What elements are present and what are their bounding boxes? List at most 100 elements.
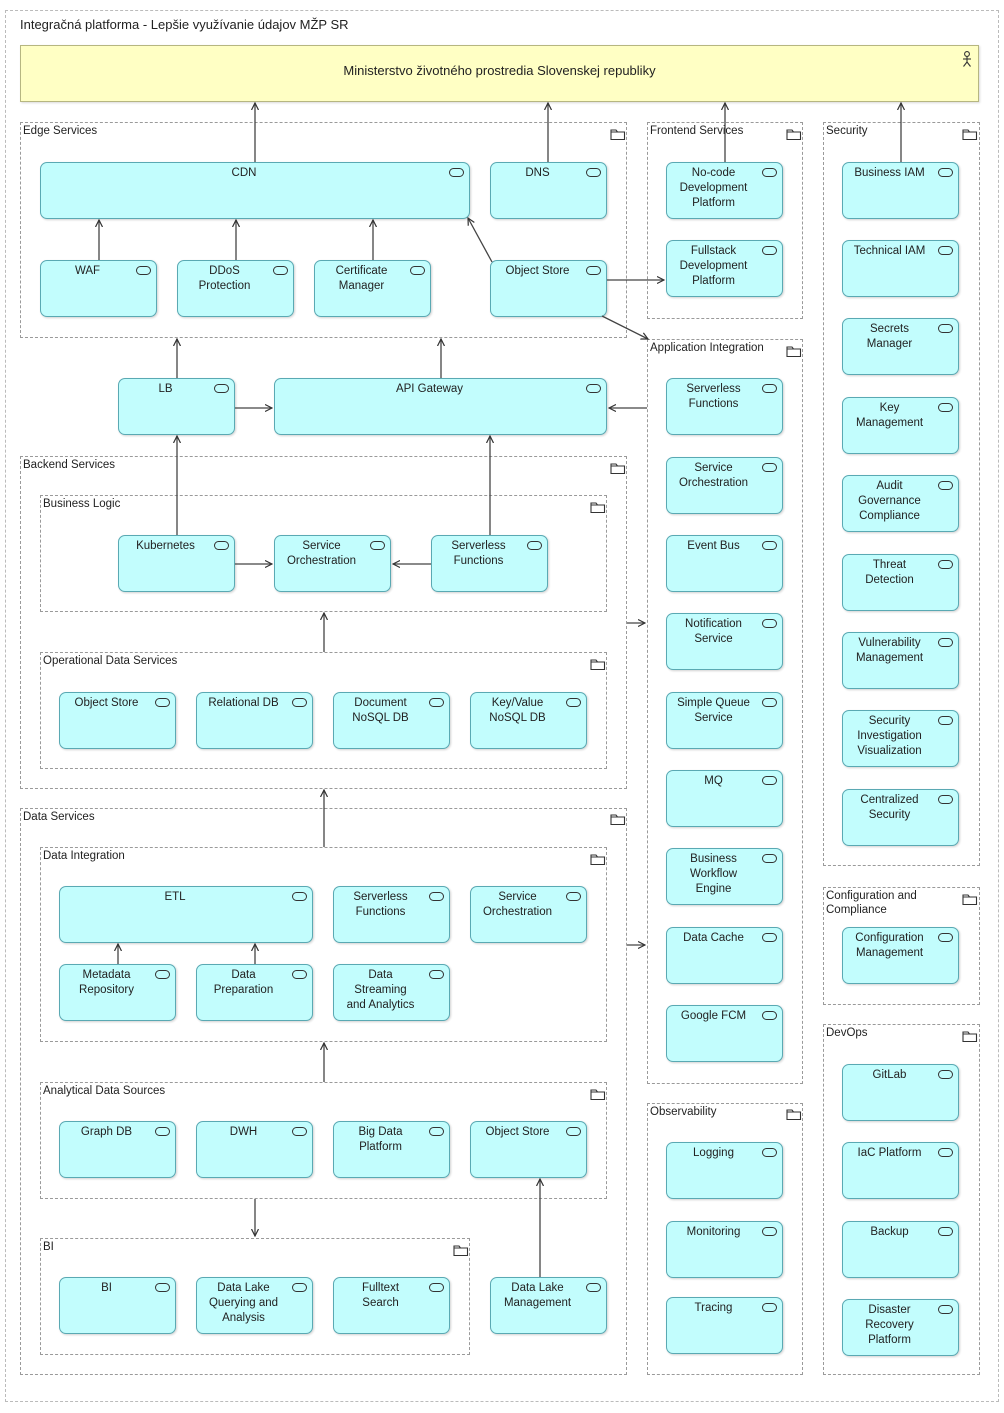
service-icon xyxy=(762,698,777,707)
actor-ministry[interactable]: Ministerstvo životného prostredia Sloven… xyxy=(20,45,979,102)
group-devops[interactable]: DevOps xyxy=(823,1024,980,1375)
node-fulltext-search[interactable]: Fulltext Search xyxy=(333,1277,450,1334)
group-application-integration[interactable]: Application Integration xyxy=(647,339,803,1084)
node-business-iam[interactable]: Business IAM xyxy=(842,162,959,219)
group-backend-services[interactable]: Backend Services xyxy=(20,456,627,789)
node-label: Security Investigation Visualization xyxy=(857,715,922,757)
node-ai-service-orchestration[interactable]: Service Orchestration xyxy=(666,457,783,514)
node-object-store-edge[interactable]: Object Store xyxy=(490,260,607,317)
group-configuration-compliance[interactable]: Configuration and Compliance xyxy=(823,887,980,1005)
node-threat-detection[interactable]: Threat Detection xyxy=(842,554,959,611)
node-data-lake-querying[interactable]: Data Lake Querying and Analysis xyxy=(196,1277,313,1334)
node-label: Relational DB xyxy=(208,697,279,709)
node-ai-data-cache[interactable]: Data Cache xyxy=(666,927,783,984)
node-data-streaming[interactable]: Data Streaming and Analytics xyxy=(333,964,450,1021)
node-kubernetes[interactable]: Kubernetes xyxy=(118,535,235,592)
node-cdn[interactable]: CDN xyxy=(40,162,470,219)
node-ai-business-workflow-engine[interactable]: Business Workflow Engine xyxy=(666,848,783,905)
node-object-store-analytical[interactable]: Object Store xyxy=(470,1121,587,1178)
node-label: Technical IAM xyxy=(853,245,926,257)
group-edge-services[interactable]: Edge Services xyxy=(20,122,627,338)
service-icon xyxy=(938,481,953,490)
node-monitoring[interactable]: Monitoring xyxy=(666,1221,783,1278)
node-label: Vulnerability Management xyxy=(855,637,924,664)
node-key-management[interactable]: Key Management xyxy=(842,397,959,454)
node-graph-db[interactable]: Graph DB xyxy=(59,1121,176,1178)
node-waf[interactable]: WAF xyxy=(40,260,157,317)
node-label: Tracing xyxy=(694,1302,733,1314)
node-etl[interactable]: ETL xyxy=(59,886,313,943)
node-fullstack-platform[interactable]: Fullstack Development Platform xyxy=(666,240,783,297)
node-iac-platform[interactable]: IaC Platform xyxy=(842,1142,959,1199)
service-icon xyxy=(762,384,777,393)
node-label: MQ xyxy=(704,775,723,787)
node-ddos-protection[interactable]: DDoS Protection xyxy=(177,260,294,317)
node-relational-db[interactable]: Relational DB xyxy=(196,692,313,749)
node-label: ETL xyxy=(164,891,186,903)
group-observability[interactable]: Observability xyxy=(647,1103,803,1375)
node-service-orchestration-di[interactable]: Service Orchestration xyxy=(470,886,587,943)
group-business-logic[interactable]: Business Logic xyxy=(40,495,607,612)
node-audit-governance[interactable]: Audit Governance Compliance xyxy=(842,475,959,532)
group-data-integration[interactable]: Data Integration xyxy=(40,847,607,1042)
node-ai-google-fcm[interactable]: Google FCM xyxy=(666,1005,783,1062)
node-object-store-op[interactable]: Object Store xyxy=(59,692,176,749)
node-lb[interactable]: LB xyxy=(118,378,235,435)
node-disaster-recovery[interactable]: Disaster Recovery Platform xyxy=(842,1299,959,1356)
group-analytical-data-sources[interactable]: Analytical Data Sources xyxy=(40,1082,607,1199)
node-big-data-platform[interactable]: Big Data Platform xyxy=(333,1121,450,1178)
node-ai-serverless-functions[interactable]: Serverless Functions xyxy=(666,378,783,435)
node-vulnerability-management[interactable]: Vulnerability Management xyxy=(842,632,959,689)
node-ai-mq[interactable]: MQ xyxy=(666,770,783,827)
node-label: CDN xyxy=(231,167,257,179)
node-label: Service Orchestration xyxy=(678,462,749,489)
service-icon xyxy=(292,1283,307,1292)
node-nocode-platform[interactable]: No-code Development Platform xyxy=(666,162,783,219)
service-icon xyxy=(762,463,777,472)
service-icon xyxy=(938,246,953,255)
node-label: Data Lake Management xyxy=(503,1282,572,1309)
node-security-investigation[interactable]: Security Investigation Visualization xyxy=(842,710,959,767)
node-configuration-management[interactable]: Configuration Management xyxy=(842,927,959,984)
service-icon xyxy=(938,638,953,647)
service-icon xyxy=(292,698,307,707)
node-ai-event-bus[interactable]: Event Bus xyxy=(666,535,783,592)
service-icon xyxy=(586,266,601,275)
node-label: Secrets Manager xyxy=(866,323,913,350)
service-icon xyxy=(762,933,777,942)
node-serverless-functions-bl[interactable]: Serverless Functions xyxy=(431,535,548,592)
group-operational-data-services[interactable]: Operational Data Services xyxy=(40,652,607,769)
node-centralized-security[interactable]: Centralized Security xyxy=(842,789,959,846)
node-ai-simple-queue-service[interactable]: Simple Queue Service xyxy=(666,692,783,749)
node-backup[interactable]: Backup xyxy=(842,1221,959,1278)
service-icon xyxy=(762,1227,777,1236)
node-label: Audit Governance Compliance xyxy=(858,480,921,522)
service-icon xyxy=(429,1127,444,1136)
node-keyvalue-nosql-db[interactable]: Key/Value NoSQL DB xyxy=(470,692,587,749)
node-secrets-manager[interactable]: Secrets Manager xyxy=(842,318,959,375)
node-ai-notification-service[interactable]: Notification Service xyxy=(666,613,783,670)
node-service-orchestration-bl[interactable]: Service Orchestration xyxy=(274,535,391,592)
node-api-gateway[interactable]: API Gateway xyxy=(274,378,607,435)
node-serverless-functions-di[interactable]: Serverless Functions xyxy=(333,886,450,943)
node-document-nosql-db[interactable]: Document NoSQL DB xyxy=(333,692,450,749)
node-label: No-code Development Platform xyxy=(679,167,748,209)
node-data-preparation[interactable]: Data Preparation xyxy=(196,964,313,1021)
node-label: Data Lake Querying and Analysis xyxy=(208,1282,279,1324)
node-certificate-manager[interactable]: Certificate Manager xyxy=(314,260,431,317)
node-tracing[interactable]: Tracing xyxy=(666,1297,783,1354)
node-metadata-repository[interactable]: Metadata Repository xyxy=(59,964,176,1021)
node-label: Document NoSQL DB xyxy=(352,697,409,724)
node-data-lake-management[interactable]: Data Lake Management xyxy=(490,1277,607,1334)
service-icon xyxy=(762,168,777,177)
node-dwh[interactable]: DWH xyxy=(196,1121,313,1178)
node-bi[interactable]: BI xyxy=(59,1277,176,1334)
node-logging[interactable]: Logging xyxy=(666,1142,783,1199)
node-label: API Gateway xyxy=(395,383,464,395)
node-dns[interactable]: DNS xyxy=(490,162,607,219)
group-label: Edge Services xyxy=(23,125,98,137)
node-gitlab[interactable]: GitLab xyxy=(842,1064,959,1121)
node-technical-iam[interactable]: Technical IAM xyxy=(842,240,959,297)
group-bi[interactable]: BI xyxy=(40,1238,470,1355)
